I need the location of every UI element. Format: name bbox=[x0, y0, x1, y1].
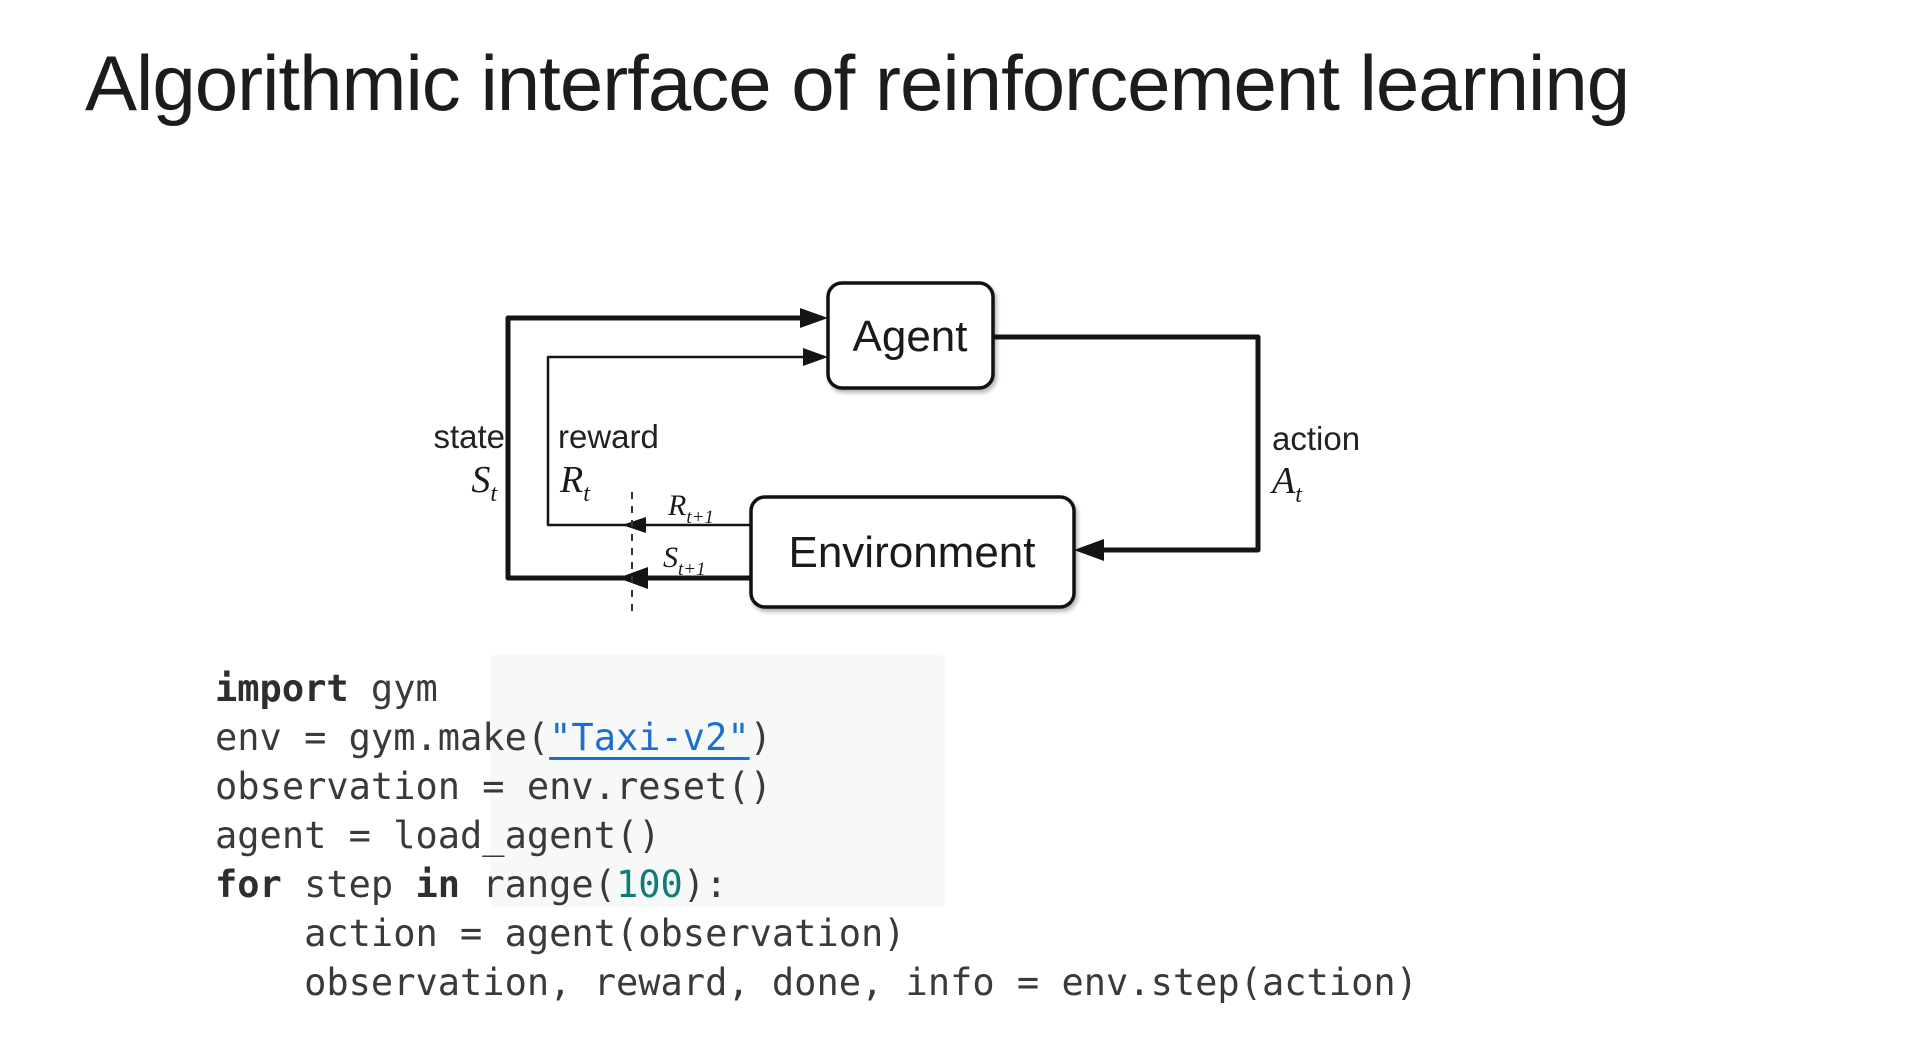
next-reward-symbol-sub: t+1 bbox=[686, 507, 714, 528]
next-state-symbol: St+1 bbox=[663, 541, 706, 580]
code-segment: observation = env.reset() bbox=[215, 765, 772, 808]
next-state-symbol-sub: t+1 bbox=[678, 559, 706, 580]
reward-into-agent-arrowhead bbox=[803, 348, 828, 366]
code-background-panel bbox=[490, 655, 945, 907]
state-symbol-main: S bbox=[471, 459, 490, 501]
action-loop-line bbox=[993, 334, 1261, 553]
code-segment: 100 bbox=[615, 863, 683, 906]
action-symbol: At bbox=[1269, 460, 1303, 508]
next-reward-arrowhead bbox=[622, 517, 646, 533]
code-segment: observation, reward, done, info = env.st… bbox=[215, 961, 1418, 1004]
action-symbol-sub: t bbox=[1295, 482, 1303, 508]
next-reward-symbol: Rt+1 bbox=[667, 489, 714, 528]
code-segment: action = agent(observation) bbox=[215, 912, 906, 955]
code-line: env = gym.make("Taxi-v2") bbox=[215, 713, 1418, 762]
code-segment: step bbox=[281, 863, 416, 906]
agent-box bbox=[826, 281, 995, 390]
code-segment: agent = load_agent() bbox=[215, 814, 661, 857]
action-label: action bbox=[1272, 420, 1360, 457]
action-symbol-main: A bbox=[1269, 460, 1296, 502]
code-line: observation, reward, done, info = env.st… bbox=[215, 958, 1418, 1007]
state-symbol: St bbox=[471, 459, 498, 507]
environment-box bbox=[749, 495, 1076, 609]
code-segment: ) bbox=[749, 716, 772, 759]
agent-label: Agent bbox=[853, 312, 968, 361]
reward-symbol-sub: t bbox=[583, 481, 591, 507]
code-line: for step in range(100): bbox=[215, 860, 1418, 909]
reward-symbol: Rt bbox=[559, 459, 591, 507]
environment-label: Environment bbox=[788, 528, 1035, 577]
code-line: action = agent(observation) bbox=[215, 909, 1418, 958]
action-into-environment-arrowhead bbox=[1074, 539, 1104, 561]
code-segment: import bbox=[215, 667, 349, 710]
state-label: state bbox=[433, 418, 505, 455]
reward-label: reward bbox=[558, 418, 659, 455]
reward-loop-line bbox=[546, 355, 806, 527]
next-state-symbol-main: S bbox=[663, 541, 678, 574]
state-symbol-sub: t bbox=[490, 481, 498, 507]
code-line: agent = load_agent() bbox=[215, 811, 1418, 860]
page-title: Algorithmic interface of reinforcement l… bbox=[85, 39, 1630, 127]
code-segment: gym bbox=[348, 667, 438, 710]
code-segment: in bbox=[415, 863, 461, 906]
state-into-agent-arrowhead bbox=[800, 308, 828, 328]
code-segment: ): bbox=[682, 863, 728, 906]
code-segment: env = gym.make( bbox=[215, 716, 550, 759]
code-line: import gym bbox=[215, 664, 1418, 713]
next-reward-symbol-main: R bbox=[667, 489, 686, 522]
reward-symbol-main: R bbox=[559, 459, 583, 501]
code-segment: range( bbox=[460, 863, 616, 906]
code-line: observation = env.reset() bbox=[215, 762, 1418, 811]
rl-loop-diagram: Agent Environment state St reward Rt Rt+… bbox=[433, 281, 1360, 618]
code-segment: for bbox=[215, 863, 282, 906]
code-link-taxi-v2[interactable]: "Taxi-v2" bbox=[549, 716, 750, 759]
